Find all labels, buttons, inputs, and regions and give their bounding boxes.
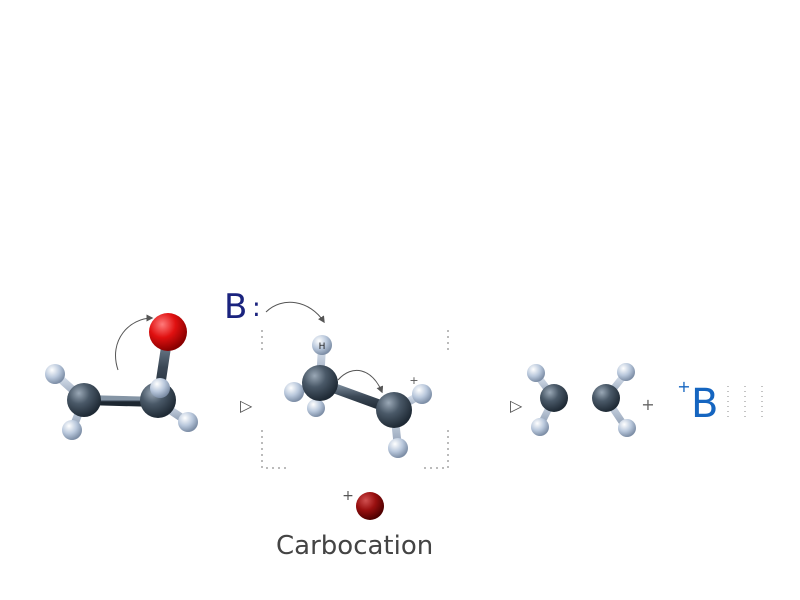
- carbon-atom: [67, 383, 101, 417]
- carbon-atom: [540, 384, 568, 412]
- plus-sign: +: [342, 488, 354, 504]
- leaving-group: +: [342, 488, 384, 520]
- carbon-atom: [592, 384, 620, 412]
- bracket-marks: [261, 330, 449, 469]
- carbon-atom: [302, 365, 338, 401]
- hydrogen-atom: [307, 399, 325, 417]
- hydrogen-atom: [618, 419, 636, 437]
- plus-sign: +: [641, 395, 654, 414]
- hydrogen-symbol: H: [319, 342, 326, 352]
- ethene-molecule: [527, 363, 636, 437]
- base-lone-pair: :: [252, 293, 261, 323]
- base-label: B: [224, 287, 247, 327]
- electron-flow-arrow: [115, 314, 154, 371]
- hydrogen-atom: [150, 378, 170, 398]
- electron-flow-arrow: [337, 370, 384, 394]
- carbocation-charge: +: [409, 374, 418, 387]
- hydrogen-atom: [45, 364, 65, 384]
- hydrogen-atom: [312, 335, 332, 355]
- hydrogen-atom: [388, 438, 408, 458]
- conjugate-acid-label: B: [691, 381, 718, 427]
- reaction-arrow: ▷: [510, 396, 523, 415]
- hydrogen-atom: [178, 412, 198, 432]
- hydrogen-atom: [284, 382, 304, 402]
- conjugate-acid-dashes: [727, 386, 763, 420]
- oxygen-atom: [149, 313, 187, 351]
- leaving-group-atom: [356, 492, 384, 520]
- conjugate-acid-charge: +: [677, 377, 690, 396]
- carbon-atom: [376, 392, 412, 428]
- hydrogen-atom: [531, 418, 549, 436]
- protonated-alcohol-molecule: [45, 313, 198, 440]
- carbocation-molecule: H +: [284, 335, 432, 458]
- hydrogen-atom: [617, 363, 635, 381]
- base-attack-arrow: [265, 301, 325, 324]
- carbocation-label: Carbocation: [276, 531, 433, 561]
- hydrogen-atom: [527, 364, 545, 382]
- hydrogen-atom: [62, 420, 82, 440]
- hydrogen-atom: [412, 384, 432, 404]
- reaction-arrow: ▷: [240, 396, 253, 415]
